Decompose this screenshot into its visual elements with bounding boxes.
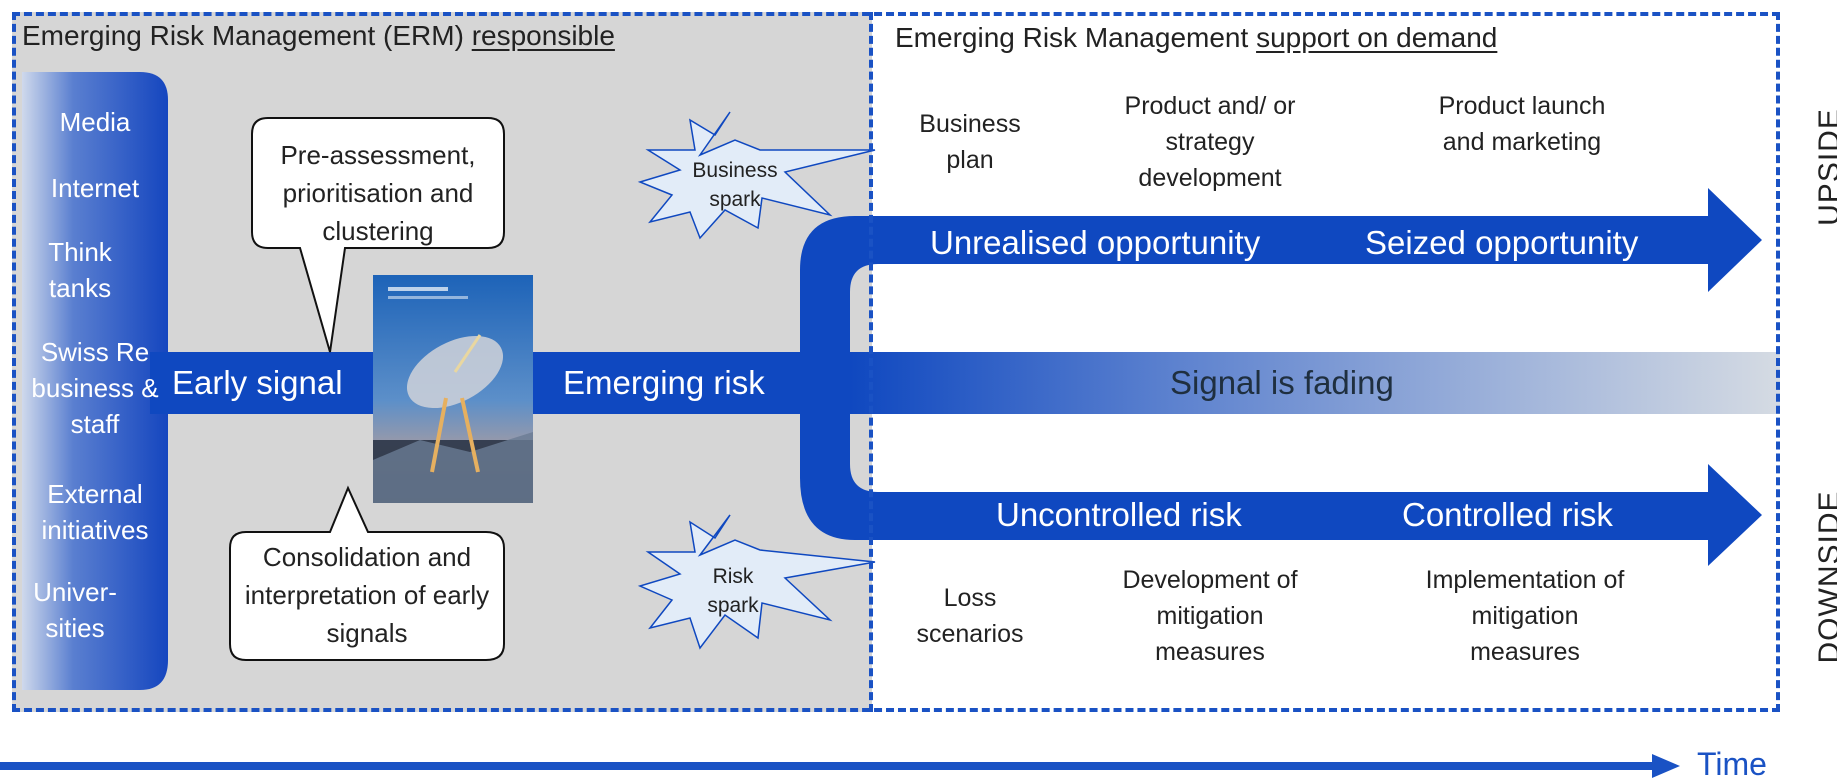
source-universities: Univer-sities	[33, 577, 117, 643]
source-external-initiatives: External initiatives	[41, 479, 149, 545]
side-label-downside: DOWNSIDE	[1813, 490, 1837, 664]
header-erm-support: Emerging Risk Management support on dema…	[895, 22, 1498, 53]
risk-spark-label: Risk spark	[707, 565, 759, 617]
step-mitigation-implementation: Implementation of mitigation measures	[1425, 566, 1625, 666]
header-erm-responsible: Emerging Risk Management (ERM) responsib…	[22, 20, 615, 51]
label-unrealised-opportunity: Unrealised opportunity	[930, 224, 1261, 261]
business-spark-label: Business spark	[692, 159, 778, 211]
time-label: Time	[1697, 746, 1767, 782]
source-swiss-re: Swiss Re business & staff	[31, 337, 159, 439]
opportunity-arrow	[800, 188, 1762, 352]
business-spark-shape	[637, 111, 876, 240]
callout-pre-assessment: Pre-assessment, prioritisation and clust…	[280, 140, 476, 246]
side-label-upside: UPSIDE	[1813, 108, 1837, 226]
source-internet: Internet	[50, 173, 140, 203]
step-mitigation-development: Development of mitigation measures	[1122, 566, 1298, 666]
step-loss-scenarios: Loss scenarios	[916, 584, 1024, 648]
callout-top-bubble	[251, 117, 505, 353]
label-controlled-risk: Controlled risk	[1402, 496, 1613, 533]
risk-spark-shape	[637, 514, 876, 650]
source-media: Media	[59, 107, 131, 137]
diagram-border	[12, 12, 1780, 712]
callout-bottom-bubble	[229, 485, 505, 661]
step-business-plan: Business plan	[919, 110, 1021, 174]
label-emerging-risk: Emerging risk	[563, 364, 765, 401]
step-product-strategy: Product and/ or strategy development	[1124, 92, 1296, 192]
fading-signal-bar	[850, 352, 1780, 414]
label-early-signal: Early signal	[172, 364, 343, 401]
region-divider	[869, 12, 873, 712]
risk-arrow	[800, 414, 1762, 566]
label-signal-fading: Signal is fading	[1170, 364, 1394, 401]
time-axis-head	[1652, 754, 1680, 778]
report-cover-image	[373, 275, 533, 503]
step-product-launch: Product launch and marketing	[1438, 92, 1606, 156]
label-seized-opportunity: Seized opportunity	[1365, 224, 1639, 261]
label-uncontrolled-risk: Uncontrolled risk	[996, 496, 1242, 533]
callout-consolidation: Consolidation and interpretation of earl…	[244, 542, 490, 648]
source-think-tanks: Think tanks	[48, 237, 112, 303]
sources-cylinder	[22, 72, 168, 690]
